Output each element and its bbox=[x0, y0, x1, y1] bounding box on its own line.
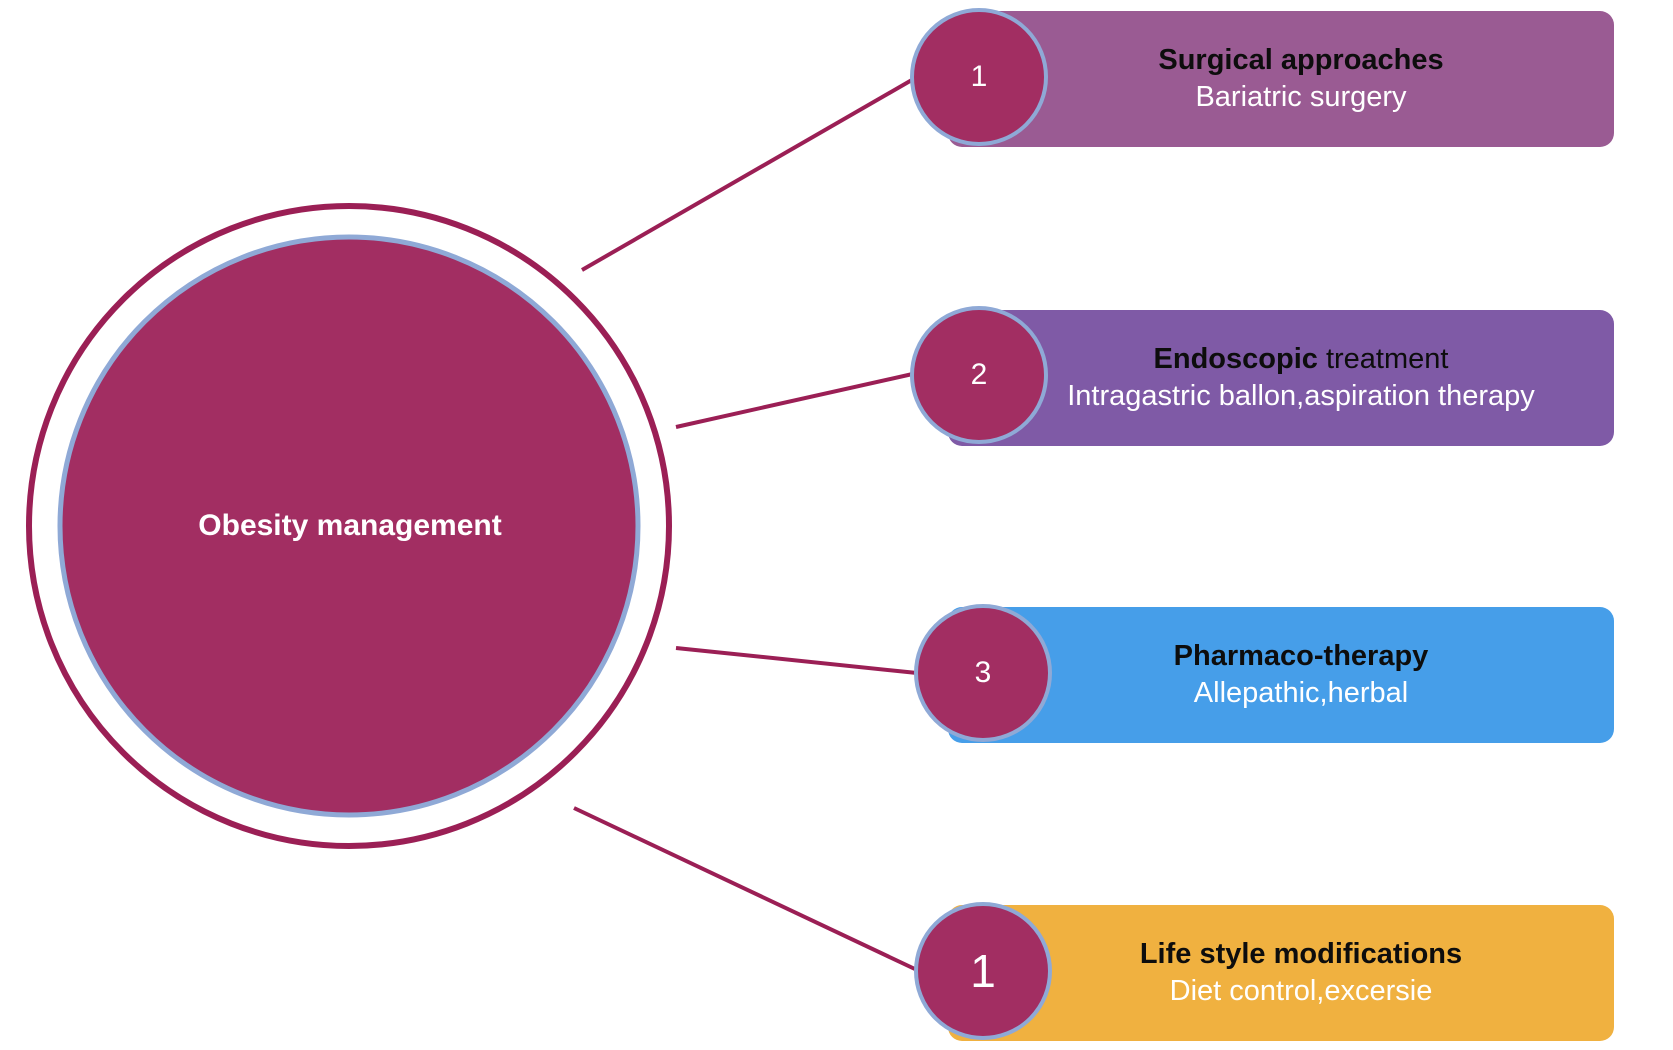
item-title: Surgical approaches bbox=[1158, 42, 1443, 79]
number-badge-2: 2 bbox=[910, 306, 1048, 444]
item-box-surgical: Surgical approaches Bariatric surgery bbox=[948, 11, 1614, 147]
outer-ring bbox=[26, 203, 672, 849]
number-badge-4: 1 bbox=[914, 902, 1052, 1040]
item-box-lifestyle: Life style modifications Diet control,ex… bbox=[948, 905, 1614, 1041]
number-badge-3: 3 bbox=[914, 604, 1052, 742]
number-badge-1: 1 bbox=[910, 8, 1048, 146]
item-subtitle: Diet control,excersie bbox=[1169, 975, 1433, 1007]
center-circle bbox=[57, 234, 641, 818]
item-title: Pharmaco-therapy bbox=[1174, 638, 1429, 675]
connector-line-1 bbox=[581, 75, 918, 272]
item-title-bold: Life style modifications bbox=[1139, 938, 1463, 970]
item-title: Life style modifications bbox=[1140, 936, 1462, 973]
item-box-pharmaco: Pharmaco-therapy Allepathic,herbal bbox=[948, 607, 1614, 743]
item-title-bold: Surgical approaches bbox=[1158, 44, 1444, 76]
item-subtitle: Allepathic,herbal bbox=[1193, 677, 1409, 709]
item-box-endoscopic: Endoscopic treatment Intragastric ballon… bbox=[948, 310, 1614, 446]
item-subtitle: Bariatric surgery bbox=[1195, 81, 1407, 113]
connector-line-4 bbox=[573, 806, 918, 972]
connector-line-3 bbox=[675, 646, 918, 675]
item-title-bold: Endoscopic bbox=[1153, 343, 1318, 375]
item-title-bold: Pharmaco-therapy bbox=[1173, 640, 1429, 672]
item-subtitle: Intragastric ballon,aspiration therapy bbox=[1067, 380, 1535, 412]
item-title: Endoscopic treatment bbox=[1154, 341, 1449, 378]
center-label: Obesity management bbox=[198, 509, 502, 542]
connector-line-2 bbox=[675, 371, 918, 429]
item-title-normal: treatment bbox=[1317, 343, 1449, 375]
